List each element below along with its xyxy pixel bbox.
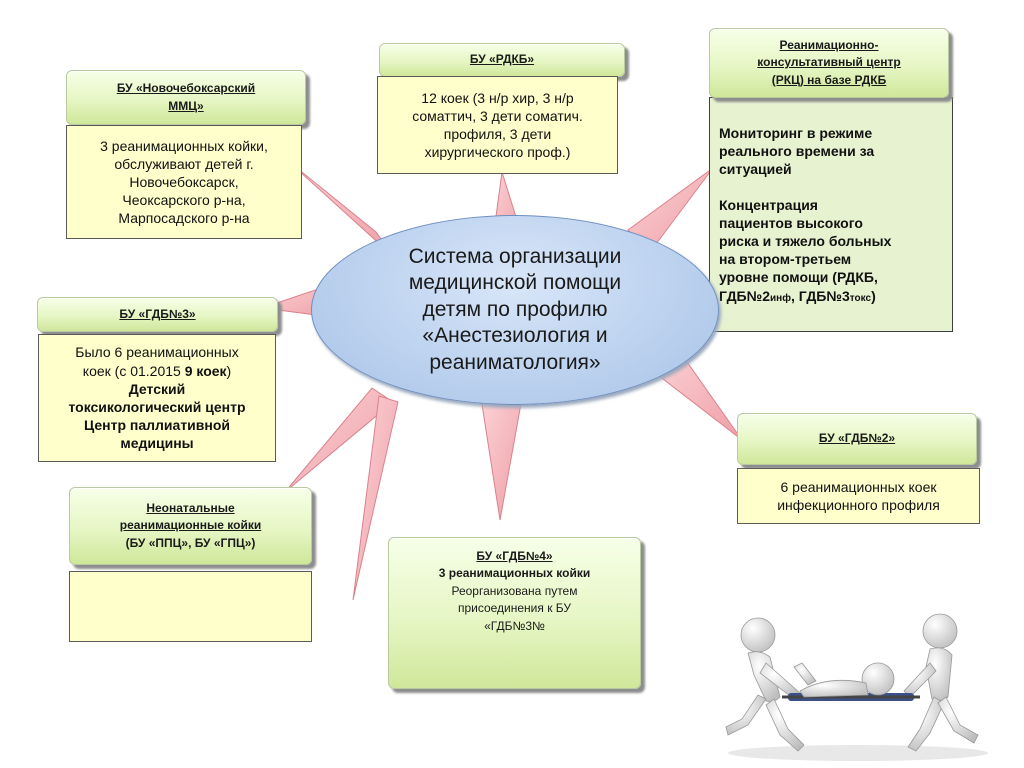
node-body-gdb3: Было 6 реанимационных коек (с 01.2015 9 … — [38, 334, 276, 462]
text-run: коек (с 01.2015 — [82, 362, 185, 379]
node-header-neonatal: Неонатальные реанимационные койки (БУ «П… — [69, 487, 312, 565]
body-line: риска и тяжело больных — [719, 232, 892, 249]
header-line: (БУ «ППЦ», БУ «ГПЦ») — [125, 535, 256, 550]
body-line: «ГДБ№3№ — [484, 618, 545, 633]
text-run-small: токс — [849, 292, 872, 304]
body-line: Мониторинг в режиме — [719, 125, 873, 141]
body-line: медицины — [120, 435, 194, 452]
node-header-rdkb: БУ «РДКБ» — [379, 43, 625, 77]
figures-carrying-stretcher-icon — [725, 613, 988, 761]
header-line: ММЦ» — [168, 98, 204, 113]
central-topic-ellipse: Система организации медицинской помощи д… — [311, 215, 719, 405]
body-line: профиля, 3 дети — [443, 126, 552, 142]
body-line: уровне помощи (РДКБ, — [719, 269, 878, 286]
node-body-gdb2: 6 реанимационных коек инфекционного проф… — [737, 468, 980, 524]
header-line: БУ «Новочебоксарский — [116, 81, 256, 96]
body-line: Чеоксарского р-на, — [122, 192, 246, 209]
center-line: Система организации — [408, 244, 622, 268]
center-line: медицинской помощи — [408, 271, 622, 295]
text-run-small: инф — [770, 292, 791, 304]
node-subtitle: 3 реанимационных койки — [438, 566, 591, 581]
body-line: 12 коек (3 н/р хир, 3 н/р — [421, 89, 574, 106]
header-line: Реанимационно- — [779, 37, 879, 52]
ray-to-neonatal — [284, 387, 394, 493]
node-gdb4: БУ «ГДБ№4» 3 реанимационных койки Реорга… — [388, 537, 641, 689]
text-run: ) — [226, 362, 232, 379]
body-line: пациентов высокого — [719, 214, 863, 231]
node-body-novocheb: 3 реанимационных койки, обслуживают дете… — [66, 125, 302, 239]
body-line: присоединения к БУ — [457, 601, 572, 616]
node-header-gdb2: БУ «ГДБ№2» — [737, 413, 977, 465]
header-line: Неонатальные — [146, 500, 235, 515]
body-line: токсикологический центр — [68, 399, 246, 415]
body-line: соматтич, 3 дети соматич. — [412, 107, 583, 124]
node-header-gdb3: БУ «ГДБ№3» — [37, 297, 278, 332]
text-run: , ГДБ№3 — [790, 287, 850, 304]
header-line: (РКЦ) на базе РДКБ — [771, 72, 887, 87]
text-run: ГДБ№2 — [719, 287, 771, 304]
body-line: ситуацией — [719, 161, 792, 178]
node-header-rkc: Реанимационно- консультативный центр (РК… — [709, 28, 949, 98]
body-line: Концентрация — [719, 196, 818, 213]
body-line: хирургического проф.) — [424, 144, 571, 161]
header-line: БУ «ГДБ№2» — [818, 431, 896, 446]
node-body-rdkb: 12 коек (3 н/р хир, 3 н/р соматтич, 3 де… — [377, 76, 618, 174]
center-line: «Анестезиология и — [422, 324, 608, 348]
text-run: ) — [871, 287, 876, 304]
ray-to-left-lower — [352, 395, 399, 601]
center-line: реаниматология» — [429, 350, 601, 374]
body-line: 3 реанимационных койки, — [100, 137, 268, 154]
header-line: БУ «РДКБ» — [469, 52, 535, 67]
body-line: 6 реанимационных коек — [780, 478, 937, 495]
ray-to-gdb4 — [480, 397, 523, 521]
center-line: детям по профилю — [422, 297, 608, 321]
header-line: БУ «ГДБ№3» — [119, 306, 196, 321]
body-line: Детский — [128, 380, 186, 397]
body-line: коек (с 01.2015 9 коек) — [83, 362, 231, 380]
text-run-bold: 9 коек — [184, 362, 227, 379]
body-line: обслуживают детей г. — [114, 155, 254, 172]
body-line-last: ГДБ№2инф, ГДБ№3токс) — [719, 287, 942, 305]
header-line: консультативный центр — [757, 55, 901, 70]
node-title: БУ «ГДБ№4» — [476, 549, 553, 563]
body-line: на втором-третьем — [719, 251, 852, 268]
body-line: реального времени за — [719, 143, 875, 160]
body-line: инфекционного профиля — [777, 497, 940, 513]
node-body-rkc: Мониторинг в режиме реального времени за… — [709, 97, 953, 332]
body-line: Центр паллиативной — [83, 417, 231, 434]
body-line: Новочебоксарск, — [129, 173, 239, 190]
body-line: Реорганизована путем — [451, 583, 578, 598]
body-line: Марпосадского р-на — [118, 210, 250, 227]
header-line: реанимационные койки — [119, 518, 262, 533]
body-line: Было 6 реанимационных — [75, 344, 239, 361]
node-body-neonatal — [69, 571, 312, 642]
